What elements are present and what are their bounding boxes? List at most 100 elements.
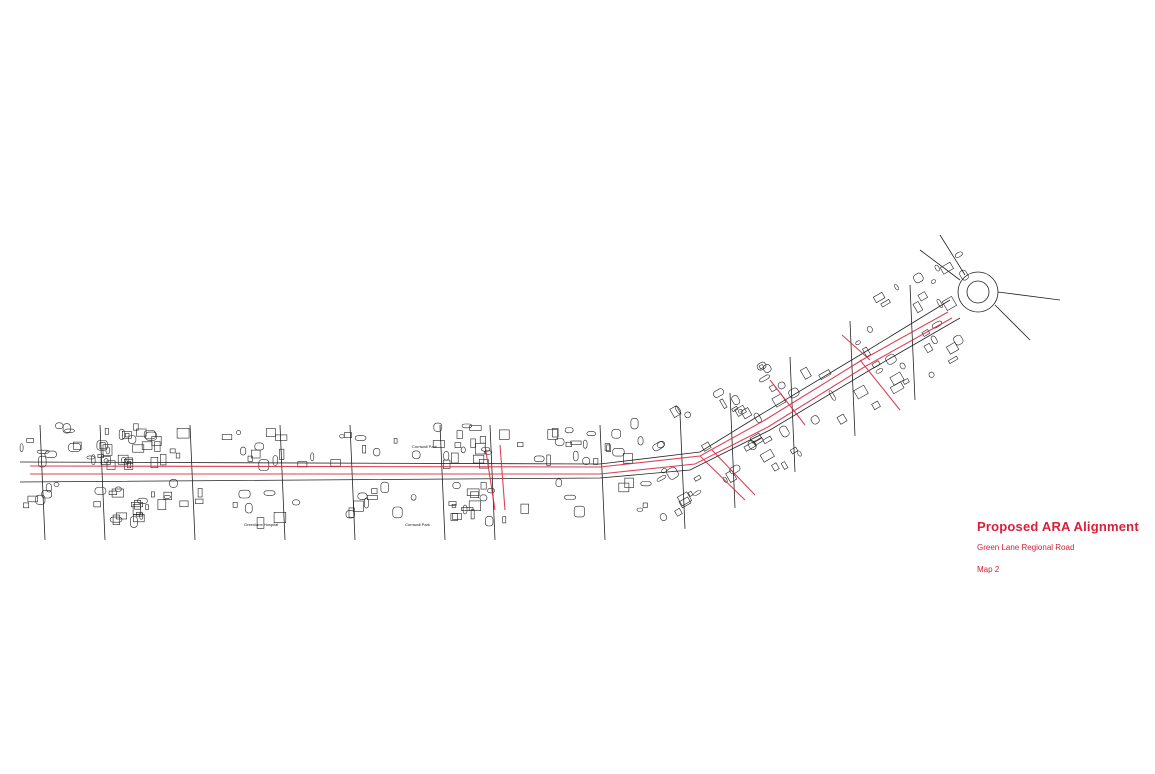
building xyxy=(124,458,134,470)
building xyxy=(45,483,52,493)
building xyxy=(582,439,588,449)
alignment-line-north xyxy=(29,311,949,468)
building xyxy=(176,427,190,439)
building xyxy=(871,400,881,411)
building xyxy=(947,355,959,364)
building xyxy=(410,494,417,501)
road-north-edge xyxy=(19,299,951,465)
building xyxy=(734,404,747,417)
building xyxy=(740,407,753,420)
building xyxy=(433,422,443,432)
building xyxy=(797,450,802,457)
building xyxy=(611,429,621,439)
building xyxy=(684,411,691,419)
building xyxy=(928,371,935,378)
building xyxy=(687,490,694,497)
building xyxy=(232,502,238,508)
building xyxy=(412,450,421,459)
building xyxy=(713,388,725,398)
building xyxy=(466,488,480,496)
building xyxy=(777,381,786,390)
building xyxy=(96,440,108,451)
building xyxy=(35,494,46,505)
base-linework xyxy=(19,234,1061,541)
building xyxy=(945,341,960,355)
building xyxy=(656,475,667,482)
building xyxy=(836,413,848,425)
building xyxy=(552,428,559,438)
building xyxy=(640,481,652,487)
building xyxy=(221,434,233,441)
building xyxy=(106,460,116,470)
building xyxy=(100,456,111,465)
building xyxy=(517,442,524,447)
building xyxy=(26,438,34,443)
building xyxy=(762,364,772,373)
building xyxy=(362,444,367,454)
building xyxy=(582,457,591,465)
building xyxy=(855,340,861,346)
building xyxy=(731,405,739,413)
building xyxy=(604,443,610,451)
building xyxy=(105,446,111,455)
building xyxy=(133,514,145,523)
building xyxy=(939,261,954,275)
building xyxy=(758,363,765,370)
building xyxy=(91,454,96,466)
building xyxy=(902,378,910,385)
building xyxy=(657,441,665,449)
building xyxy=(931,320,943,329)
building xyxy=(238,489,251,499)
building xyxy=(810,415,820,425)
building xyxy=(275,434,288,441)
building xyxy=(136,511,143,517)
building xyxy=(151,435,162,446)
building xyxy=(64,428,75,433)
building xyxy=(731,395,741,405)
building xyxy=(263,490,276,496)
building xyxy=(612,447,625,457)
building xyxy=(19,443,24,453)
building xyxy=(866,326,873,333)
building xyxy=(889,381,905,395)
building xyxy=(348,507,355,518)
building xyxy=(875,368,883,374)
building xyxy=(480,482,487,490)
building xyxy=(136,428,147,437)
building xyxy=(292,499,301,506)
building xyxy=(41,489,52,499)
building xyxy=(678,496,692,509)
building xyxy=(373,447,381,457)
building xyxy=(163,494,171,499)
building xyxy=(131,502,143,508)
building xyxy=(749,432,763,444)
building xyxy=(160,454,167,466)
building xyxy=(768,384,777,393)
building xyxy=(941,295,958,312)
building xyxy=(195,498,204,505)
building xyxy=(564,494,577,500)
building xyxy=(247,455,253,462)
building xyxy=(771,462,780,472)
building xyxy=(693,474,702,482)
building xyxy=(554,438,565,446)
building xyxy=(456,430,463,439)
building xyxy=(700,441,712,452)
building xyxy=(236,430,241,435)
building xyxy=(637,436,644,446)
building xyxy=(94,487,107,495)
building xyxy=(345,510,355,519)
building xyxy=(461,423,473,429)
building xyxy=(470,438,476,448)
building xyxy=(339,434,345,439)
building xyxy=(622,453,633,464)
building xyxy=(139,511,144,520)
building xyxy=(462,504,468,515)
building xyxy=(729,464,741,475)
building xyxy=(743,440,757,452)
building xyxy=(485,516,494,527)
building xyxy=(115,512,127,520)
building xyxy=(959,269,969,281)
building xyxy=(923,342,934,354)
